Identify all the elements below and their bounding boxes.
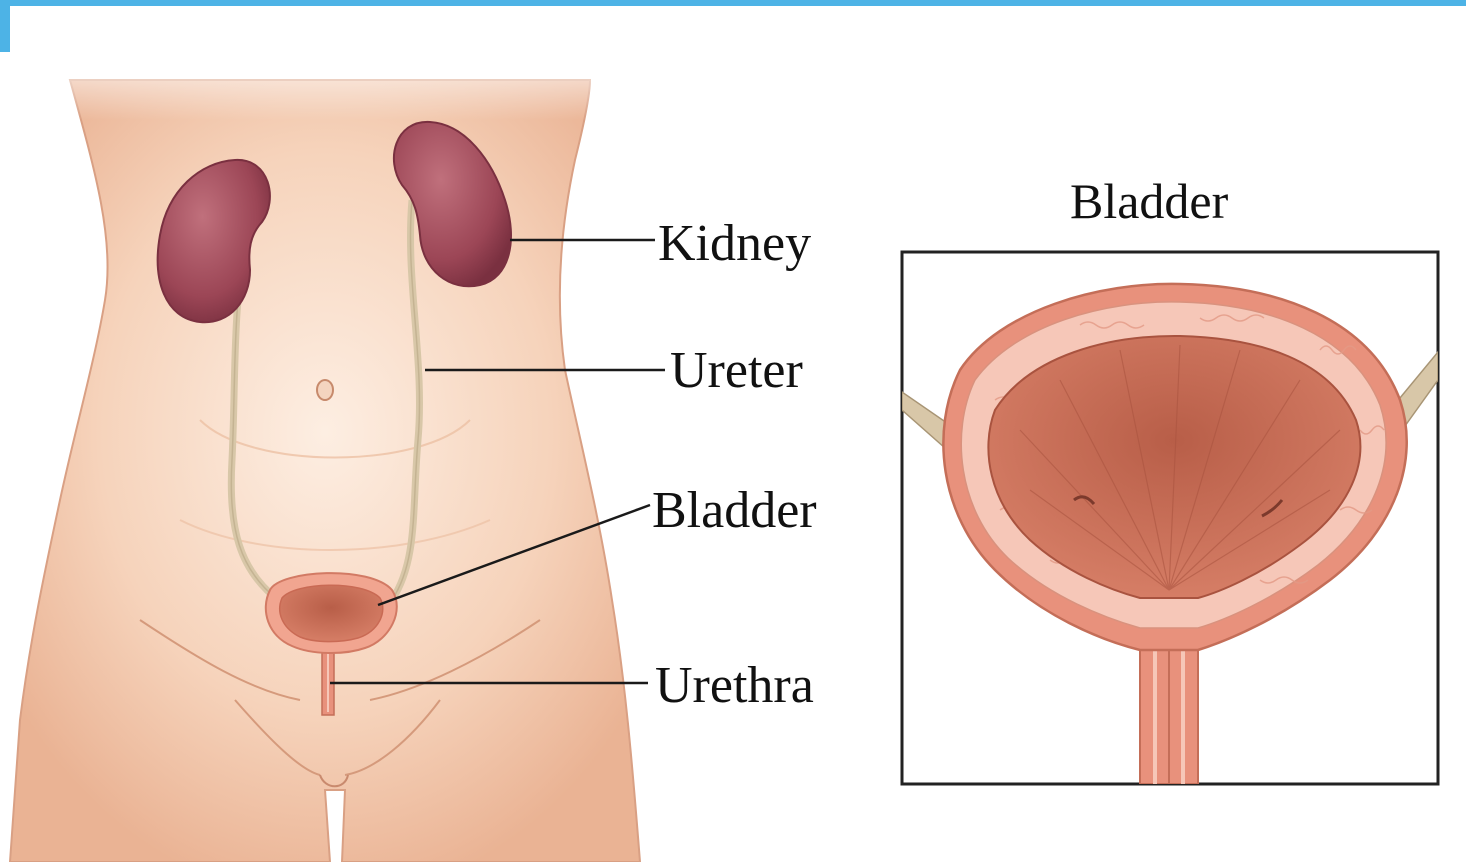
urethra-label: Urethra xyxy=(655,657,814,714)
bladder-label: Bladder xyxy=(652,482,817,539)
torso xyxy=(10,40,640,862)
inset-title: Bladder xyxy=(1070,173,1229,229)
torso-silhouette xyxy=(10,80,640,862)
ureter-label: Ureter xyxy=(670,342,803,399)
navel xyxy=(317,380,333,400)
kidney-label: Kidney xyxy=(658,215,811,272)
inset-panel xyxy=(902,252,1438,784)
body-bladder-inner xyxy=(280,585,383,641)
